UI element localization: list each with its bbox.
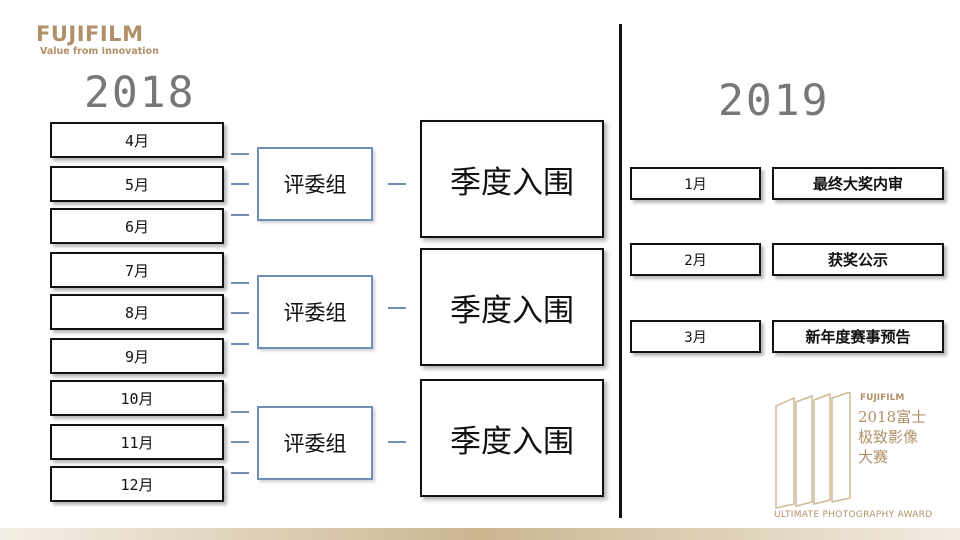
connector-dash xyxy=(231,472,249,474)
jury-panel-box: 评委组 xyxy=(257,406,373,480)
month-box: 6月 xyxy=(50,208,224,244)
schedule-event: 获奖公示 xyxy=(772,243,944,276)
schedule-event: 最终大奖内审 xyxy=(772,167,944,200)
month-box: 9月 xyxy=(50,338,224,374)
month-box: 12月 xyxy=(50,466,224,502)
month-box: 11月 xyxy=(50,424,224,460)
bottom-gradient-bar xyxy=(0,528,960,540)
jury-panel-box: 评委组 xyxy=(257,147,373,221)
award-caption-part: ULTIMATE xyxy=(774,510,820,520)
award-title-line: 大赛 xyxy=(858,448,889,466)
award-brand: FUJIFILM xyxy=(860,393,905,403)
award-caption: ULTIMATE PHOTOGRAPHY AWARD xyxy=(774,510,932,520)
jury-panel-box: 评委组 xyxy=(257,275,373,349)
fujifilm-logo: FUJIFILM xyxy=(36,22,144,46)
connector-dash xyxy=(388,441,406,443)
award-title-line: 2018富士 xyxy=(858,408,927,426)
brand-tagline: Value from Innovation xyxy=(40,46,159,57)
month-box: 10月 xyxy=(50,380,224,416)
year-2018-heading: 2018 xyxy=(84,68,196,118)
connector-dash xyxy=(231,441,249,443)
month-box: 8月 xyxy=(50,294,224,330)
vertical-divider xyxy=(619,24,622,518)
connector-dash xyxy=(388,307,406,309)
connector-dash xyxy=(231,282,249,284)
connector-dash xyxy=(231,183,249,185)
quarterly-finalist-box: 季度入围 xyxy=(420,248,604,366)
connector-dash xyxy=(231,411,249,413)
schedule-event: 新年度赛事预告 xyxy=(772,320,944,353)
quarterly-finalist-box: 季度入围 xyxy=(420,379,604,497)
month-box: 5月 xyxy=(50,166,224,202)
award-title: 2018富士 极致影像 大赛 xyxy=(858,407,928,467)
award-title-line: 极致影像 xyxy=(858,428,919,446)
connector-dash xyxy=(388,183,406,185)
quarterly-finalist-box: 季度入围 xyxy=(420,120,604,238)
schedule-month: 2月 xyxy=(630,243,761,276)
award-emblem-icon xyxy=(775,392,851,509)
schedule-month: 3月 xyxy=(630,320,761,353)
month-box: 4月 xyxy=(50,122,224,158)
connector-dash xyxy=(231,153,249,155)
connector-dash xyxy=(231,343,249,345)
connector-dash xyxy=(231,214,249,216)
year-2019-heading: 2019 xyxy=(718,76,830,126)
connector-dash xyxy=(231,312,249,314)
month-box: 7月 xyxy=(50,252,224,288)
award-caption-part: PHOTOGRAPHY AWARD xyxy=(822,510,933,520)
schedule-month: 1月 xyxy=(630,167,761,200)
